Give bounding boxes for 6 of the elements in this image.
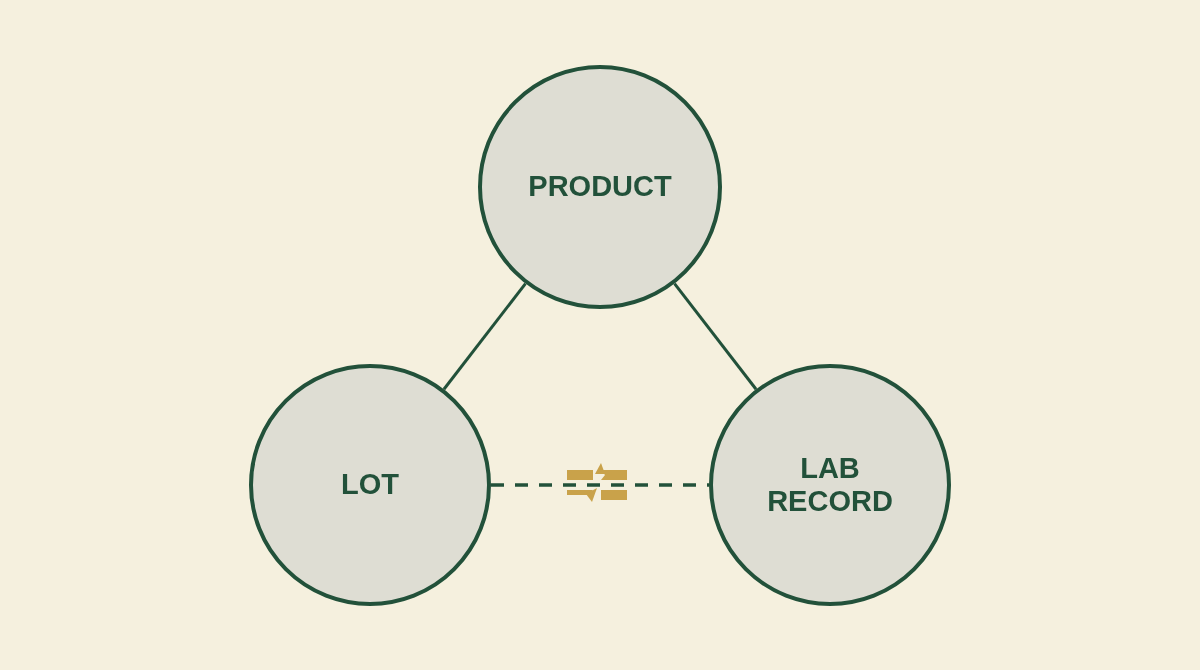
dashed-connector (491, 483, 709, 487)
connector-line (442, 282, 527, 391)
node-label: LOT (340, 468, 400, 502)
connector-line (673, 282, 758, 391)
node-label: LAB RECORD (766, 451, 894, 519)
node-label: PRODUCT (527, 170, 673, 204)
